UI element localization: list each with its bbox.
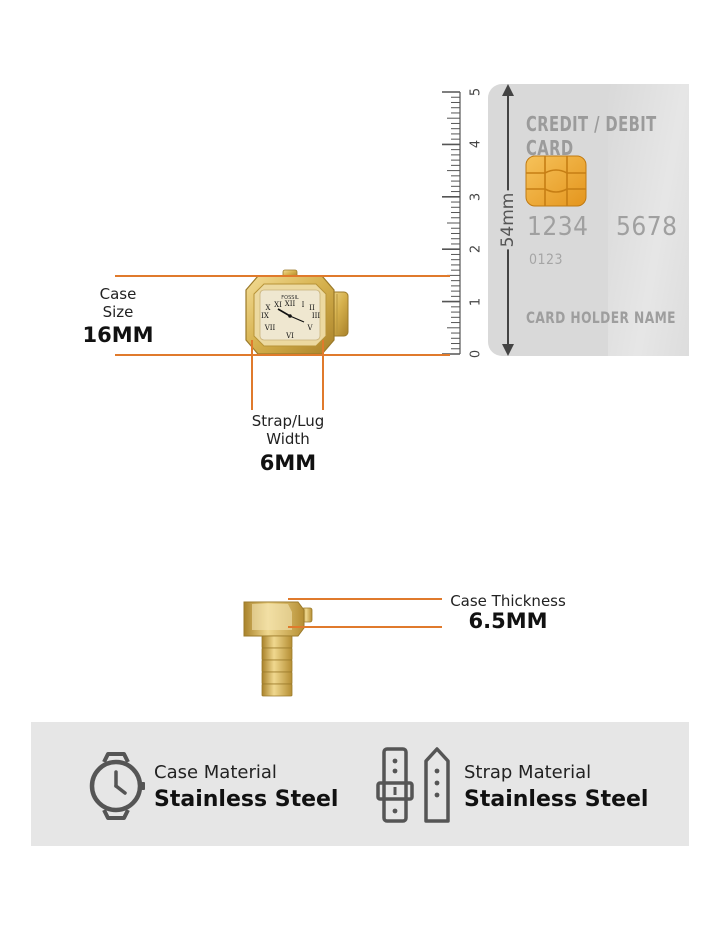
strap-width-right-line	[322, 340, 324, 410]
svg-text:II: II	[309, 304, 315, 312]
card-chip-icon	[525, 155, 587, 211]
case-size-label: Case Size	[99, 285, 137, 321]
card-small-number: 0123	[529, 252, 564, 268]
strap-width-left-line	[251, 340, 253, 410]
case-material-value: Stainless Steel	[154, 787, 339, 812]
case-material-label: Case Material	[154, 762, 277, 783]
svg-text:VII: VII	[264, 324, 276, 332]
credit-card	[488, 84, 689, 356]
strap-width-value: 6MM	[259, 451, 317, 475]
case-size-value: 16MM	[82, 323, 154, 347]
thickness-top-line	[288, 598, 442, 600]
svg-text:I: I	[302, 301, 305, 309]
svg-text:X: X	[266, 304, 271, 312]
ruler	[440, 84, 486, 359]
svg-text:III: III	[312, 312, 321, 320]
strap-width-label: Strap/Lug Width	[251, 412, 325, 448]
svg-text:XI: XI	[274, 301, 282, 309]
card-number-2: 5678	[616, 212, 678, 242]
case-size-top-line	[115, 275, 450, 277]
svg-text:VI: VI	[285, 332, 294, 340]
svg-text:XII: XII	[285, 300, 296, 308]
svg-text:IX: IX	[261, 312, 269, 320]
strap-material-value: Stainless Steel	[464, 787, 649, 812]
watch-front-image: FOSSIL XII III VI IX XI I V VII II X	[230, 262, 360, 366]
svg-text:FOSSIL: FOSSIL	[281, 295, 299, 301]
card-title: CREDIT / DEBIT CARD	[526, 112, 657, 160]
watch-icon	[86, 752, 146, 824]
strap-material-label: Strap Material	[464, 762, 592, 783]
card-number-1: 1234	[527, 212, 589, 242]
watch-side-image	[236, 592, 326, 708]
thickness-value: 6.5MM	[468, 609, 548, 633]
thickness-bottom-line	[288, 626, 442, 628]
thickness-label: Case Thickness	[450, 592, 566, 610]
svg-text:V: V	[306, 324, 313, 332]
strap-icon	[376, 747, 458, 827]
case-size-bottom-line	[115, 354, 450, 356]
card-gloss	[608, 84, 689, 356]
card-holder-name: CARD HOLDER NAME	[526, 308, 676, 327]
